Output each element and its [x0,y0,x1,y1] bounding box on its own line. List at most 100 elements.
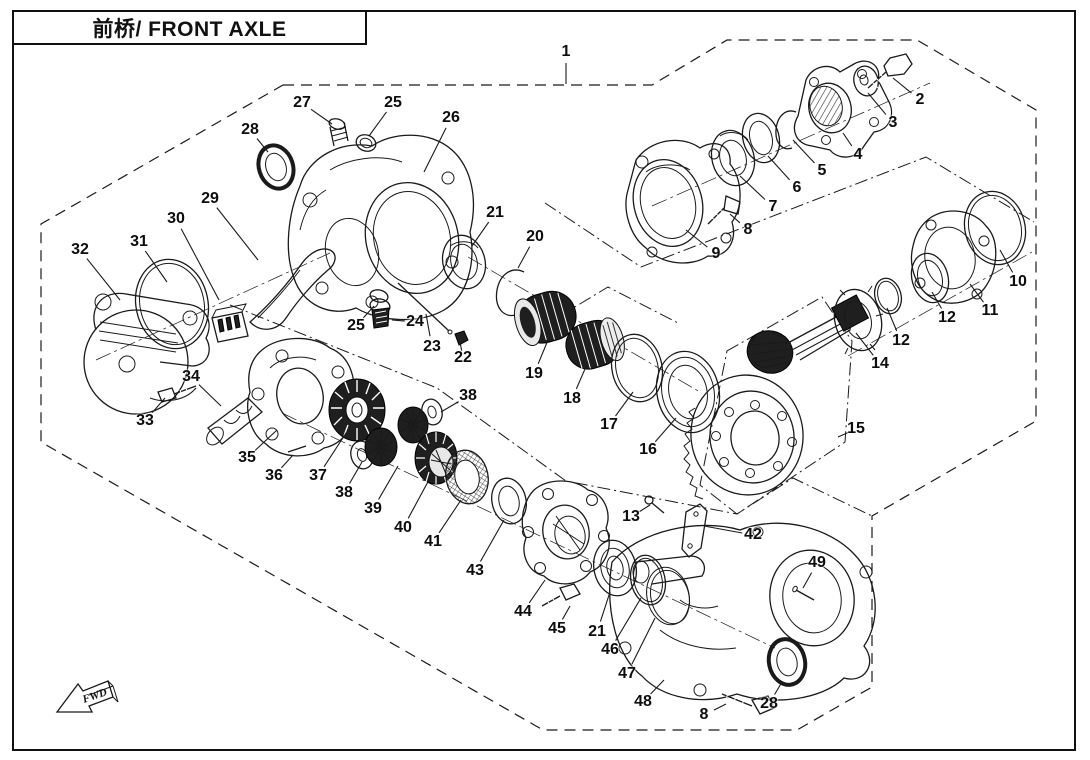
part-callout-27: 27 [293,94,311,111]
part-6-oil-seal [741,112,781,164]
part-callout-38: 38 [459,387,477,404]
part-32-actuator [83,292,210,415]
part-callout-10: 10 [1009,273,1027,290]
part-4-drive-flange [793,60,893,158]
part-callout-45: 45 [548,620,566,637]
part-48-rear-cover [609,522,876,701]
part-12-o-ring [873,277,903,315]
part-callout-14: 14 [871,355,889,372]
part-callout-37: 37 [309,467,327,484]
part-22-breather-plug [454,330,469,346]
part-25-sealing-washer-top [355,134,377,152]
part-callout-21: 21 [486,204,504,221]
part-callout-38: 38 [335,484,353,501]
part-callout-25: 25 [384,94,402,111]
part-callout-29: 29 [201,190,219,207]
part-callout-28: 28 [760,695,778,712]
part-26-front-housing [287,134,475,321]
part-9-wheel-hub [625,139,741,264]
part-callout-5: 5 [817,162,827,179]
part-callout-1: 1 [561,43,571,60]
part-callout-8: 8 [743,221,753,238]
part-8-bolt-bottom [721,691,775,715]
part-23-dowel-pin [397,282,453,335]
part-30-connector [211,303,249,343]
part-11-bearing-cover-gasket [910,210,997,304]
part-callout-40: 40 [394,519,412,536]
part-42-bracket [681,503,708,558]
axis-center-lines [95,82,1033,649]
part-27-plug [328,118,349,147]
part-callout-9: 9 [711,245,721,262]
part-callout-48: 48 [634,693,652,710]
part-17-o-ring [610,333,664,403]
part-callout-49: 49 [808,554,826,571]
part-callout-26: 26 [442,109,460,126]
title-block: 前桥/ FRONT AXLE [12,10,367,45]
part-37-side-gear [328,378,386,442]
part-callout-35: 35 [238,449,256,466]
part-46-o-ring [629,554,667,606]
part-callout-21: 21 [588,623,606,640]
part-callout-39: 39 [364,500,382,517]
part-callout-24: 24 [406,313,424,330]
part-2-bolt [867,53,913,89]
part-callout-33: 33 [136,412,154,429]
part-20-snap-ring [495,269,525,317]
part-callout-13: 13 [622,508,640,525]
part-callout-2: 2 [915,91,925,108]
part-callout-25: 25 [347,317,365,334]
part-callout-42: 42 [744,526,762,543]
part-callout-16: 16 [639,441,657,458]
part-callout-32: 32 [71,241,89,258]
part-callout-17: 17 [600,416,618,433]
part-callout-11: 11 [981,302,999,319]
diagram-dashed-border [40,39,1037,731]
part-callout-31: 31 [130,233,148,250]
part-callout-12: 12 [892,332,910,349]
page-title: 前桥/ FRONT AXLE [92,17,287,41]
part-5-snap-ring [775,110,797,150]
part-28-oil-seal-bottom [766,637,808,687]
part-34-roll-pin [206,397,263,446]
part-39-pinion-gear-a [364,427,398,467]
part-callout-19: 19 [525,365,543,382]
part-28-oil-seal-left [256,143,296,191]
part-41-thrust-shim [445,449,489,505]
part-callout-43: 43 [466,562,484,579]
part-callout-41: 41 [424,533,442,550]
part-29-shift-fork [249,248,336,330]
part-19-coupling-sleeve [513,290,577,347]
part-callout-30: 30 [167,210,185,227]
part-13-screw [644,495,665,514]
part-8-bolt-top [707,195,741,225]
part-39-pinion-gear-b [397,406,429,444]
part-callout-7: 7 [768,198,778,215]
part-callout-20: 20 [526,228,544,245]
part-43-shim [491,477,527,525]
part-31-o-ring-large [134,258,210,350]
part-callout-36: 36 [265,467,283,484]
part-36-pin [287,445,307,453]
part-callout-15: 15 [847,420,865,437]
fwd-arrow: FWD [55,680,119,713]
part-callout-18: 18 [563,390,581,407]
part-25-washer-bottom [369,289,389,303]
part-callout-46: 46 [601,641,619,658]
part-21-bearing-top [441,234,487,290]
part-callout-47: 47 [618,665,636,682]
part-47-gasket-ring [646,566,691,626]
part-callout-6: 6 [792,179,802,196]
part-15-ring-gear-and-pinion [683,294,870,500]
part-49-pin [792,585,815,601]
part-callout-8: 8 [699,706,709,723]
part-callout-34: 34 [182,368,200,385]
part-callout-12: 12 [938,309,956,326]
fwd-label: FWD [80,686,109,706]
part-callout-44: 44 [514,603,532,620]
part-callout-4: 4 [853,146,863,163]
part-callout-3: 3 [888,114,898,131]
part-callout-22: 22 [454,349,472,366]
part-callout-23: 23 [423,338,441,355]
